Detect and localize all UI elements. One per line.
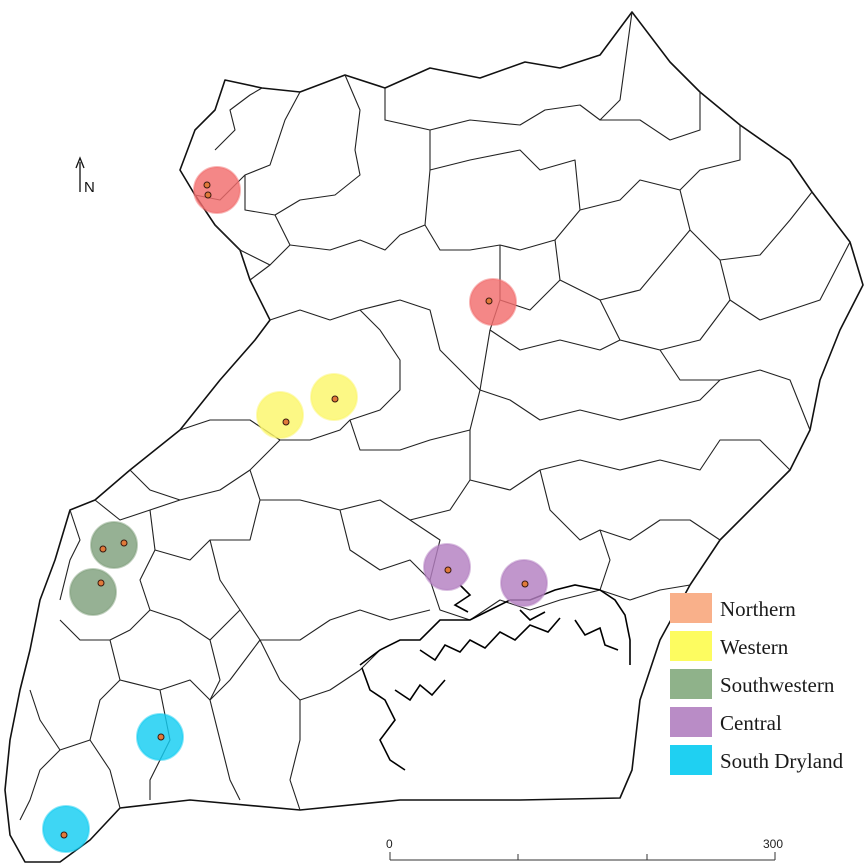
district-boundaries	[19, 11, 851, 821]
legend-label-southwestern: Southwestern	[720, 673, 835, 697]
scale-start-label: 0	[386, 837, 393, 851]
site-point	[282, 418, 290, 426]
sampling-sites	[42, 166, 548, 853]
scale-bar: 0 300	[386, 837, 783, 861]
site-point	[97, 579, 105, 587]
site-buffer-south-dryland	[42, 805, 90, 853]
legend-swatch-western	[670, 631, 712, 661]
site-point	[485, 297, 493, 305]
north-label: N	[84, 179, 95, 196]
legend-swatch-northern	[670, 593, 712, 623]
country-outline	[4, 11, 864, 863]
site-point	[204, 191, 212, 199]
site-point	[203, 181, 211, 189]
site-buffer-western	[256, 391, 304, 439]
legend-label-northern: Northern	[720, 597, 796, 621]
site-buffer-northern	[469, 278, 517, 326]
site-point	[99, 545, 107, 553]
site-point	[331, 395, 339, 403]
legend-label-south-dryland: South Dryland	[720, 749, 844, 773]
legend: NorthernWesternSouthwesternCentralSouth …	[670, 593, 844, 775]
legend-swatch-southwestern	[670, 669, 712, 699]
north-arrow: N	[75, 156, 95, 196]
site-point	[120, 539, 128, 547]
site-point	[60, 831, 68, 839]
legend-swatch-central	[670, 707, 712, 737]
scale-end-label: 300	[763, 837, 783, 851]
legend-label-western: Western	[720, 635, 789, 659]
site-buffer-northern	[193, 166, 241, 214]
site-point	[444, 566, 452, 574]
site-point	[521, 580, 529, 588]
site-point	[157, 733, 165, 741]
site-buffer-southwestern	[90, 521, 138, 569]
legend-swatch-south-dryland	[670, 745, 712, 775]
site-buffer-southwestern	[69, 568, 117, 616]
legend-label-central: Central	[720, 711, 782, 735]
